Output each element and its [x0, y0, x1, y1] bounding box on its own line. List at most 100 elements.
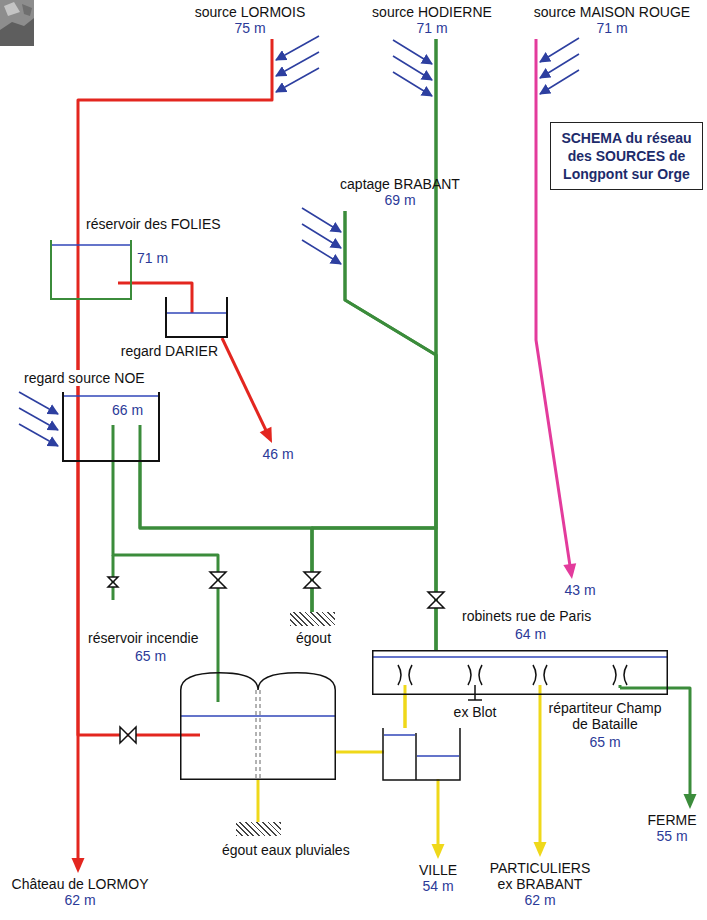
place-name: réservoir incendie — [88, 630, 199, 646]
water-level — [373, 656, 667, 658]
place-name: captage BRABANT — [340, 176, 460, 192]
pipe-line — [222, 338, 268, 434]
water-level — [181, 715, 335, 717]
tank-outline — [166, 297, 227, 337]
endpoint-label: 43 m — [564, 582, 595, 598]
place-name: VILLE — [419, 862, 457, 878]
endpoint-label: source HODIERNE71 m — [372, 4, 492, 36]
inner-pipe — [77, 240, 80, 300]
tank: réservoir des FOLIES71 m — [50, 240, 132, 300]
inflow-arrow — [540, 70, 579, 94]
arrow-head — [684, 794, 697, 809]
place-name: 43 m — [564, 582, 595, 598]
place-name: égout eaux pluviales — [222, 842, 350, 858]
photo-ground — [0, 0, 34, 46]
pipe-line — [78, 300, 180, 735]
pipe — [536, 39, 576, 579]
place-name: 46 m — [262, 446, 293, 462]
pipe — [78, 300, 180, 735]
place-name: source HODIERNE — [372, 4, 492, 20]
tank-drawing — [165, 297, 228, 338]
endpoint-label: PARTICULIERS ex BRABANT62 m — [488, 860, 593, 908]
endpoint-label: VILLE54 m — [419, 862, 457, 894]
arrow-head — [534, 842, 547, 857]
tank-outline — [63, 392, 159, 461]
endpoint-label: 46 m — [262, 446, 293, 462]
altitude: 64 m — [515, 626, 546, 642]
endpoint-label: captage BRABANT69 m — [340, 176, 460, 208]
photo-shade — [22, 4, 32, 16]
water-level — [384, 734, 415, 736]
fitting-label: ex Blot — [454, 704, 497, 720]
title-box: SCHEMA du réseau des SOURCES de Longpont… — [550, 122, 703, 190]
inner-pipe — [112, 425, 115, 462]
pipe — [140, 462, 312, 612]
altitude: 54 m — [419, 878, 457, 894]
tank-drawing — [180, 672, 336, 780]
water-level — [417, 755, 459, 757]
pipe — [668, 688, 697, 809]
arrow-head — [260, 427, 272, 443]
inner-pipe — [217, 673, 220, 702]
arrow-head — [72, 858, 85, 873]
divider — [260, 690, 261, 780]
split-tank — [383, 728, 460, 780]
divider — [256, 690, 257, 780]
altitude: 62 m — [12, 892, 149, 908]
place-name: source MAISON ROUGE — [534, 4, 690, 20]
altitude: 71 m — [137, 250, 168, 266]
inner-pipe — [620, 687, 668, 690]
valve-symbol — [428, 592, 444, 608]
pipe-line — [345, 211, 436, 650]
altitude: 55 m — [648, 828, 697, 844]
inflow-arrow — [302, 240, 341, 264]
split-tank-divider — [415, 733, 417, 780]
endpoint-label: Château de LORMOY62 m — [12, 876, 149, 908]
drain-symbol: égout eaux pluviales — [236, 822, 281, 836]
photo-fragment — [0, 0, 34, 46]
endpoint-label: FERME55 m — [648, 812, 697, 844]
inner-pipe — [118, 282, 132, 285]
tank-drawing — [372, 650, 668, 695]
place-name: réservoir des FOLIES — [86, 216, 221, 232]
valve-symbol — [210, 572, 226, 588]
place-name: source LORMOIS — [195, 4, 305, 20]
pipe — [534, 695, 547, 857]
photo-stone — [0, 18, 34, 46]
place-name: FERME — [648, 812, 697, 828]
tank: regard source NOE66 m — [62, 392, 160, 462]
altitude: 62 m — [488, 892, 593, 908]
pipe-line — [140, 462, 312, 612]
tank-outline — [51, 240, 131, 299]
altitude: 65 m — [589, 734, 620, 750]
photo-light — [4, 2, 20, 16]
water-level — [52, 244, 130, 246]
place-name: Château de LORMOY — [12, 876, 149, 892]
pipe-line — [539, 695, 542, 847]
altitude: 66 m — [112, 402, 143, 418]
inner-pipe — [180, 734, 200, 737]
tank: répartiteur Champ de Bataille65 m — [372, 650, 668, 695]
endpoint-label: source LORMOIS75 m — [195, 4, 305, 36]
pipe — [312, 39, 436, 612]
blind-flange-symbol — [468, 695, 482, 700]
altitude: 69 m — [340, 192, 460, 208]
nozzle-symbol — [533, 665, 547, 685]
altitude: 71 m — [534, 20, 690, 36]
pipe — [132, 283, 192, 297]
water-level — [167, 312, 226, 314]
valve-label: robinets rue de Paris — [462, 608, 591, 624]
endpoint-label: source MAISON ROUGE71 m — [534, 4, 690, 36]
valve-symbol — [120, 727, 136, 743]
inner-pipe — [191, 297, 194, 313]
tank-outline — [373, 651, 668, 695]
place-name: regard DARIER — [121, 343, 218, 359]
pipe-line — [257, 780, 260, 822]
place-name: égout — [296, 630, 331, 646]
tank: regard DARIER — [165, 297, 228, 338]
nozzle-symbol — [468, 665, 482, 685]
valve-symbol — [108, 577, 118, 587]
pipe — [78, 39, 272, 240]
nozzle-symbol — [613, 665, 627, 685]
